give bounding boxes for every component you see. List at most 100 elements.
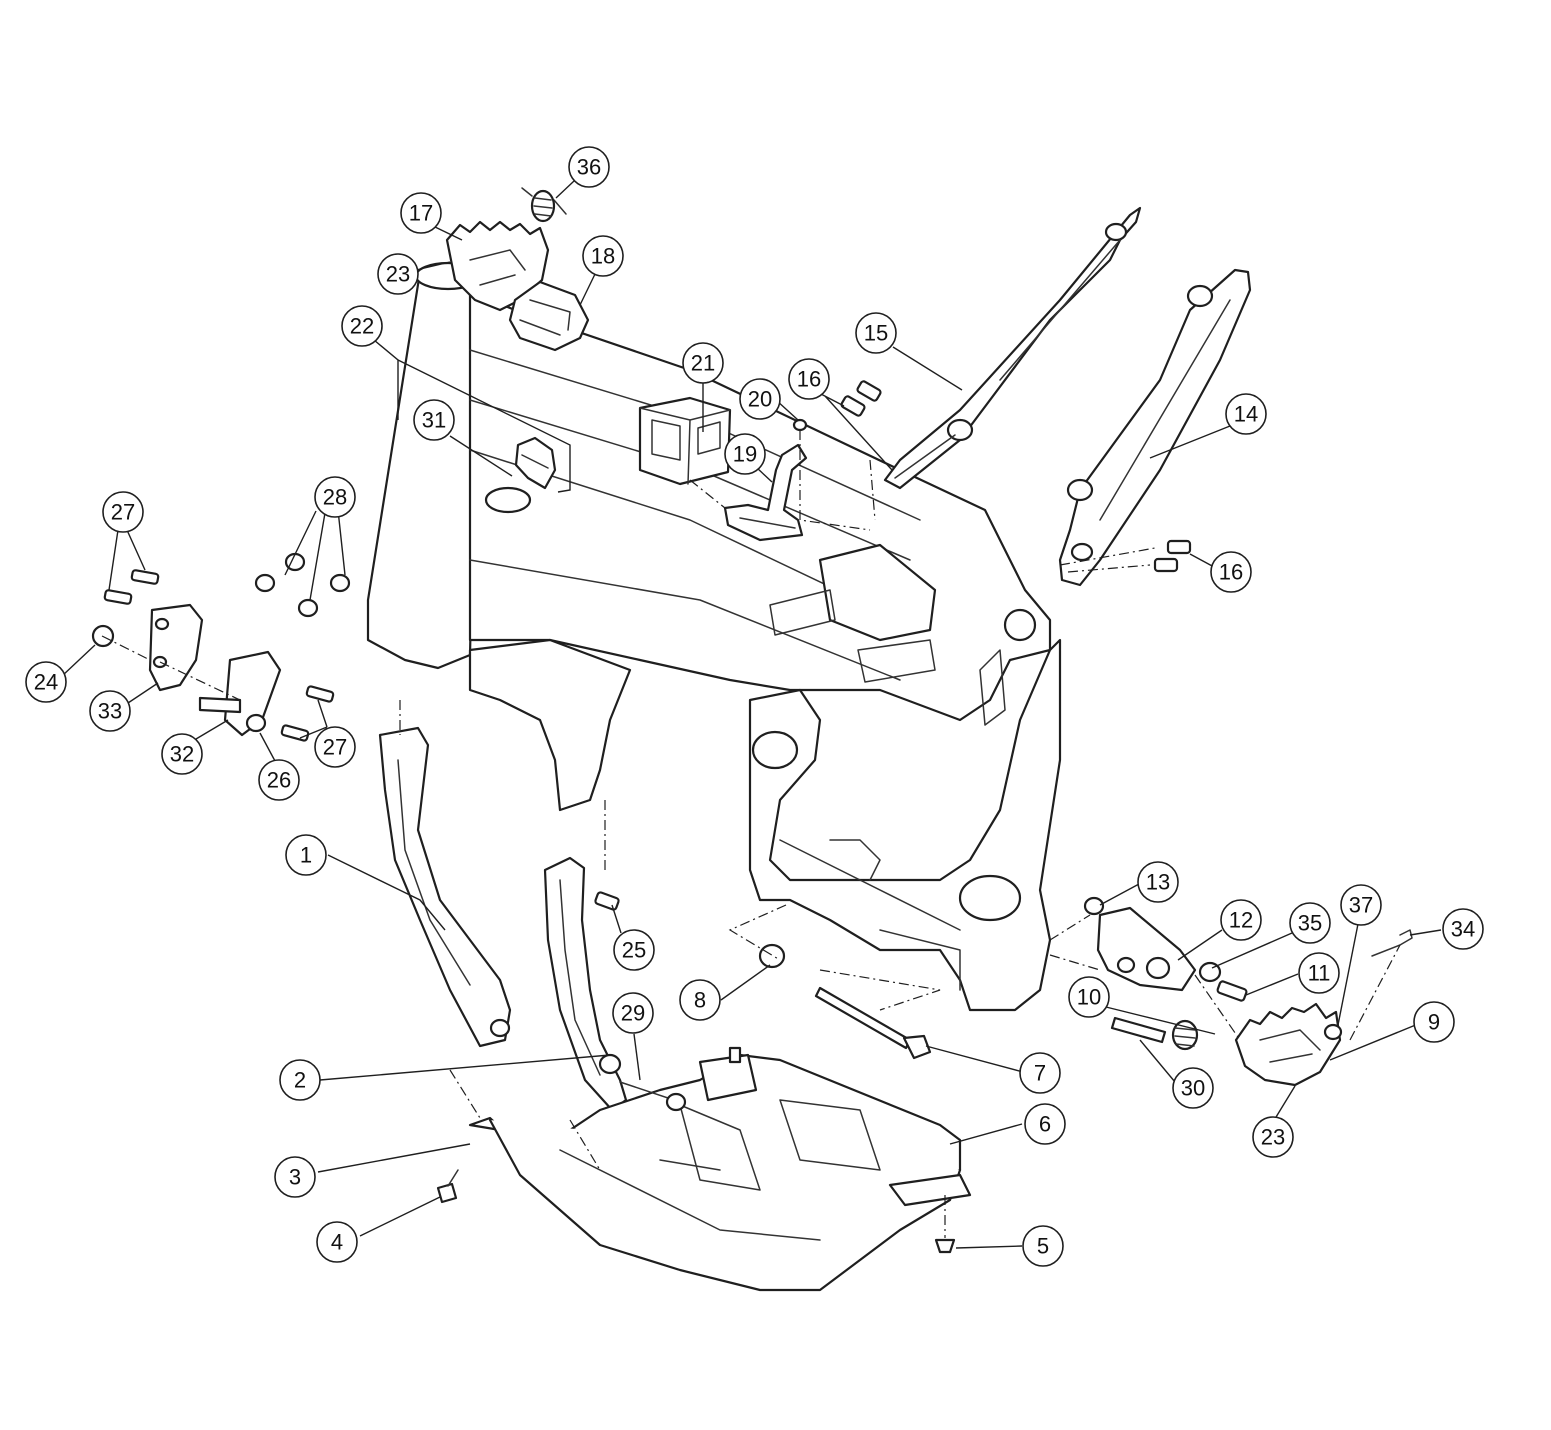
- svg-text:13: 13: [1146, 870, 1170, 895]
- svg-text:8: 8: [694, 988, 706, 1013]
- fasteners-28: [254, 552, 351, 618]
- bracket-19: [723, 443, 808, 542]
- svg-text:20: 20: [748, 387, 772, 412]
- box-21: [638, 396, 732, 486]
- callout-10: 10: [1068, 976, 1110, 1018]
- bolt-5: [934, 1195, 956, 1254]
- callout-15: 15: [855, 312, 897, 354]
- rail-14: [1058, 268, 1252, 587]
- svg-text:33: 33: [98, 699, 122, 724]
- svg-text:4: 4: [331, 1230, 343, 1255]
- downtube-2: [543, 856, 628, 1112]
- svg-text:23: 23: [1261, 1125, 1285, 1150]
- svg-text:29: 29: [621, 1001, 645, 1026]
- callout-21: 21: [682, 342, 724, 384]
- svg-text:9: 9: [1428, 1010, 1440, 1035]
- callout-33: 33: [89, 690, 131, 732]
- callout-8: 8: [679, 979, 721, 1021]
- callout-23-upper: 23: [377, 253, 419, 295]
- cover-31: [514, 436, 557, 490]
- svg-text:16: 16: [1219, 560, 1243, 585]
- skid-plate: [468, 1053, 972, 1292]
- svg-text:30: 30: [1181, 1076, 1205, 1101]
- bolt-4: [436, 1169, 459, 1204]
- callout-35: 35: [1289, 902, 1331, 944]
- svg-text:17: 17: [409, 201, 433, 226]
- pin-30: [1110, 1016, 1167, 1044]
- callout-31: 31: [413, 399, 455, 441]
- callout-9: 9: [1413, 1001, 1455, 1043]
- rail-15: [883, 206, 1142, 490]
- callout-23-lower: 23: [1252, 1116, 1294, 1158]
- svg-text:14: 14: [1234, 402, 1258, 427]
- svg-text:11: 11: [1308, 961, 1331, 986]
- callout-4: 4: [316, 1221, 358, 1263]
- callout-13: 13: [1137, 861, 1179, 903]
- callout-36: 36: [568, 146, 610, 188]
- callout-28: 28: [314, 476, 356, 518]
- callout-32: 32: [161, 733, 203, 775]
- svg-text:6: 6: [1039, 1112, 1051, 1137]
- bracket-12: [1096, 906, 1197, 992]
- svg-text:31: 31: [422, 408, 446, 433]
- svg-text:7: 7: [1034, 1061, 1046, 1086]
- axle-7: [814, 986, 932, 1060]
- callout-7: 7: [1019, 1052, 1061, 1094]
- callout-19: 19: [724, 433, 766, 475]
- svg-text:35: 35: [1298, 911, 1322, 936]
- svg-text:28: 28: [323, 485, 347, 510]
- svg-text:2: 2: [294, 1068, 306, 1093]
- callout-14: 14: [1225, 393, 1267, 435]
- washer-35: [1198, 961, 1222, 983]
- callout-27-upper: 27: [102, 491, 144, 533]
- svg-text:16: 16: [797, 367, 821, 392]
- bolt-20: [792, 418, 808, 432]
- clip-37: [1323, 1023, 1343, 1041]
- svg-text:1: 1: [300, 843, 312, 868]
- callout-37: 37: [1340, 884, 1382, 926]
- bolts-16-lower: [1153, 539, 1192, 573]
- callout-16-lower: 16: [1210, 551, 1252, 593]
- main-frame: [366, 261, 1062, 1012]
- svg-text:10: 10: [1077, 985, 1101, 1010]
- bolt-29: [619, 1081, 687, 1112]
- callout-12: 12: [1220, 899, 1262, 941]
- bracket-29-plate: [698, 1046, 758, 1102]
- callout-20: 20: [739, 378, 781, 420]
- svg-text:15: 15: [864, 321, 888, 346]
- callouts: 1 2 3 4 5 6 7 8 9 10 11 12 13 14 15 16 1…: [25, 146, 1484, 1267]
- bolt-11: [1216, 980, 1248, 1002]
- svg-text:21: 21: [691, 351, 715, 376]
- svg-text:18: 18: [591, 244, 615, 269]
- callout-18: 18: [582, 235, 624, 277]
- bolts-27-upper: [103, 569, 160, 605]
- svg-text:24: 24: [34, 670, 58, 695]
- svg-text:25: 25: [622, 938, 646, 963]
- callout-2: 2: [279, 1059, 321, 1101]
- nut-26: [245, 713, 267, 733]
- callout-11: 11: [1298, 952, 1340, 994]
- svg-text:32: 32: [170, 742, 194, 767]
- svg-text:3: 3: [289, 1165, 301, 1190]
- svg-text:37: 37: [1349, 893, 1373, 918]
- bracket-18: [508, 280, 590, 352]
- footpeg-17: [445, 220, 550, 312]
- svg-text:22: 22: [350, 314, 374, 339]
- bearing-22: [484, 486, 532, 514]
- bolts-27-lower: [280, 685, 335, 742]
- callout-26: 26: [258, 759, 300, 801]
- nut-13: [1083, 896, 1105, 916]
- callout-22: 22: [341, 305, 383, 347]
- assembly-lines: [101, 430, 1401, 1171]
- svg-text:5: 5: [1037, 1234, 1049, 1259]
- plate-32: [198, 650, 282, 737]
- plate-33: [148, 603, 204, 692]
- spacer-8: [758, 943, 786, 969]
- svg-text:34: 34: [1451, 917, 1475, 942]
- callout-17: 17: [400, 192, 442, 234]
- pin-34: [1371, 929, 1413, 957]
- svg-text:12: 12: [1229, 908, 1253, 933]
- callout-3: 3: [274, 1156, 316, 1198]
- downtube-1: [378, 726, 512, 1048]
